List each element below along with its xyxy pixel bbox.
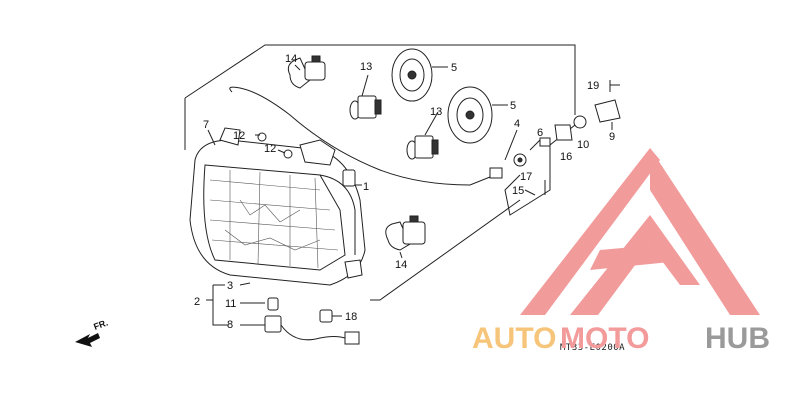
- socket-harness-8: [264, 315, 360, 345]
- watermark-text: AUTO MOTO HUB: [472, 322, 770, 355]
- callout-6: 6: [537, 127, 543, 139]
- callout-9: 9: [609, 131, 615, 143]
- callout-14b: 14: [395, 259, 407, 271]
- leader-lines: [206, 64, 620, 326]
- callout-10: 10: [577, 139, 589, 151]
- assembly-frame: [184, 44, 576, 301]
- callout-5-upper: 5: [451, 62, 457, 74]
- diagram-code: MT33-E0200A: [560, 343, 625, 353]
- small-parts: [257, 80, 621, 323]
- socket-5-upper: [391, 48, 433, 102]
- callout-7: 7: [203, 119, 209, 131]
- callout-1: 1: [363, 181, 369, 193]
- direction-label: FR.: [92, 318, 109, 332]
- callouts: 1 2 3 4 5 5 6 7 8 9 10 11 12 12 13 13 14…: [194, 53, 615, 331]
- headlight-unit: [189, 127, 366, 286]
- callout-5-lower: 5: [510, 100, 516, 112]
- bulb-14-top: [287, 55, 326, 89]
- callout-4: 4: [514, 118, 520, 130]
- callout-2: 2: [194, 296, 200, 308]
- bulb-14-lower: [385, 215, 426, 251]
- bulb-13-lower: [406, 135, 439, 160]
- callout-3: 3: [227, 280, 233, 292]
- adjuster-cable: [229, 86, 503, 186]
- callout-17: 17: [520, 171, 532, 183]
- callout-19: 19: [587, 80, 599, 92]
- watermark-moto: MOTO: [560, 322, 649, 355]
- callout-15: 15: [512, 185, 524, 197]
- watermark-logo: [520, 148, 760, 315]
- callout-14a: 14: [285, 53, 297, 65]
- socket-5-lower: [447, 86, 493, 144]
- watermark-auto: AUTO: [472, 322, 556, 355]
- callout-13a: 13: [360, 61, 372, 73]
- front-direction-arrow: FR.: [75, 318, 109, 347]
- watermark-hub: HUB: [705, 322, 770, 355]
- callout-16: 16: [560, 151, 572, 163]
- callout-8: 8: [227, 319, 233, 331]
- bulb-13-upper: [349, 95, 382, 120]
- callout-12a: 12: [233, 130, 245, 142]
- callout-12b: 12: [264, 143, 276, 155]
- callout-18: 18: [345, 311, 357, 323]
- callout-11: 11: [225, 298, 236, 310]
- callout-13b: 13: [430, 106, 442, 118]
